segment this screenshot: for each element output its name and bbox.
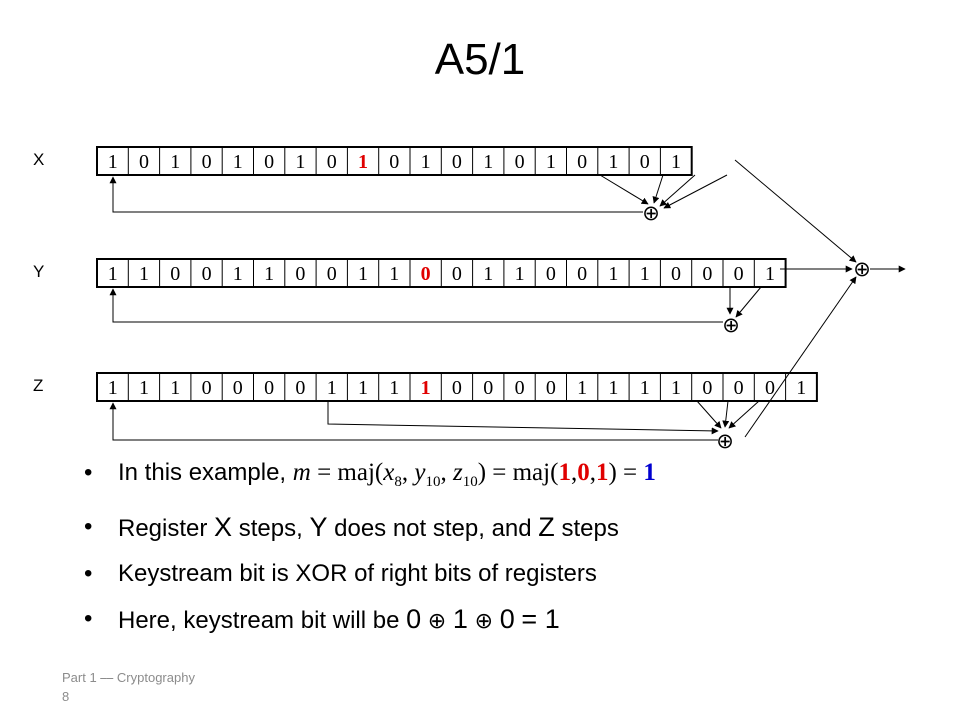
- register-y-label: Y: [33, 262, 44, 281]
- register-bit: 1: [671, 377, 681, 399]
- register-bit: 0: [202, 151, 212, 173]
- register-bit: 0: [452, 151, 462, 173]
- register-bit: 1: [358, 377, 368, 399]
- register-bit: 1: [389, 263, 399, 285]
- register-bit: 1: [796, 377, 806, 399]
- register-bit: 1: [608, 263, 618, 285]
- register-bit: 1: [233, 263, 243, 285]
- register-bit: 1: [170, 377, 180, 399]
- register-bit: 0: [734, 377, 744, 399]
- register-bit: 1: [108, 263, 118, 285]
- register-bit: 1: [295, 151, 305, 173]
- footer-page-number: 8: [62, 689, 70, 704]
- keystream-output-wiring: [734, 159, 906, 438]
- register-bit: 1: [640, 377, 650, 399]
- register-bit: 0: [233, 377, 243, 399]
- register-outline: [96, 372, 818, 402]
- register-bit: 0: [515, 377, 525, 399]
- register-bit: 0: [702, 263, 712, 285]
- register-bit: 1: [483, 263, 493, 285]
- register-y-feedback: [109, 286, 762, 323]
- register-bit: 1: [108, 377, 118, 399]
- register-bit: 0: [546, 263, 556, 285]
- register-bit: 1: [421, 151, 431, 173]
- bullet-stepping: • Register X steps, Y does not step, and…: [84, 512, 619, 542]
- register-bit: 0: [295, 263, 305, 285]
- register-x-feedback: [109, 174, 728, 213]
- bullet-icon: •: [84, 560, 93, 587]
- register-bit: 1: [327, 377, 337, 399]
- register-bit: 0: [452, 377, 462, 399]
- footer-course: Part 1 ⎯⎯ Cryptography: [62, 670, 195, 685]
- register-z-label: Z: [33, 376, 43, 395]
- xor-output-icon: ⊕: [853, 257, 871, 281]
- slide-footer: Part 1 ⎯⎯ Cryptography 8: [62, 668, 195, 706]
- register-bit: 1: [577, 377, 587, 399]
- register-bit: 0: [671, 263, 681, 285]
- bullet-keystream-value: • Here, keystream bit will be 0 ⊕ 1 ⊕ 0 …: [84, 604, 560, 634]
- register-bit: 0: [734, 263, 744, 285]
- register-bit: 1: [108, 151, 118, 173]
- register-bit: 0: [264, 377, 274, 399]
- xor-y-icon: ⊕: [722, 313, 740, 337]
- register-z-feedback: [109, 400, 760, 441]
- register-x-label: X: [33, 150, 44, 169]
- register-bit: 1: [139, 377, 149, 399]
- register-bit: 0: [389, 151, 399, 173]
- register-bit: 1: [139, 263, 149, 285]
- register-bit: 1: [671, 151, 681, 173]
- register-bit: 1: [640, 263, 650, 285]
- register-bit: 1: [389, 377, 399, 399]
- register-bit: 0: [295, 377, 305, 399]
- xor-z-icon: ⊕: [716, 429, 734, 453]
- register-bit: 0: [421, 263, 431, 285]
- bullet-icon: •: [84, 513, 93, 540]
- register-bit: 0: [327, 151, 337, 173]
- register-bit: 1: [421, 377, 431, 399]
- bullet-icon: •: [84, 459, 93, 486]
- register-bit: 1: [170, 151, 180, 173]
- register-bit: 0: [702, 377, 712, 399]
- bullet-icon: •: [84, 605, 93, 632]
- register-bit: 1: [546, 151, 556, 173]
- register-bit: 0: [202, 263, 212, 285]
- register-bit: 1: [608, 151, 618, 173]
- bullet-keystream-xor: • Keystream bit is XOR of right bits of …: [84, 560, 597, 587]
- register-bit: 0: [139, 151, 149, 173]
- register-bit: 1: [358, 263, 368, 285]
- register-outline: [96, 146, 693, 176]
- bullet-list: • In this example, m = maj(x8, y10, z10)…: [80, 458, 940, 652]
- register-bit: 1: [483, 151, 493, 173]
- register-bit: 1: [358, 151, 368, 173]
- register-bit: 0: [515, 151, 525, 173]
- register-bit: 0: [765, 377, 775, 399]
- register-bit: 0: [640, 151, 650, 173]
- register-bit: 0: [483, 377, 493, 399]
- register-bit: 0: [546, 377, 556, 399]
- register-bit: 0: [577, 263, 587, 285]
- register-bit: 1: [264, 263, 274, 285]
- register-bit: 0: [327, 263, 337, 285]
- register-bit: 0: [202, 377, 212, 399]
- bullet-majority: • In this example, m = maj(x8, y10, z10)…: [84, 459, 656, 490]
- register-bit: 0: [170, 263, 180, 285]
- register-bit: 0: [264, 151, 274, 173]
- register-bit: 1: [233, 151, 243, 173]
- slide-title: A5/1: [434, 35, 526, 84]
- register-bit: 1: [765, 263, 775, 285]
- register-bit: 1: [515, 263, 525, 285]
- register-bit: 0: [577, 151, 587, 173]
- register-bit: 1: [608, 377, 618, 399]
- register-bit: 0: [452, 263, 462, 285]
- xor-x-icon: ⊕: [642, 201, 660, 225]
